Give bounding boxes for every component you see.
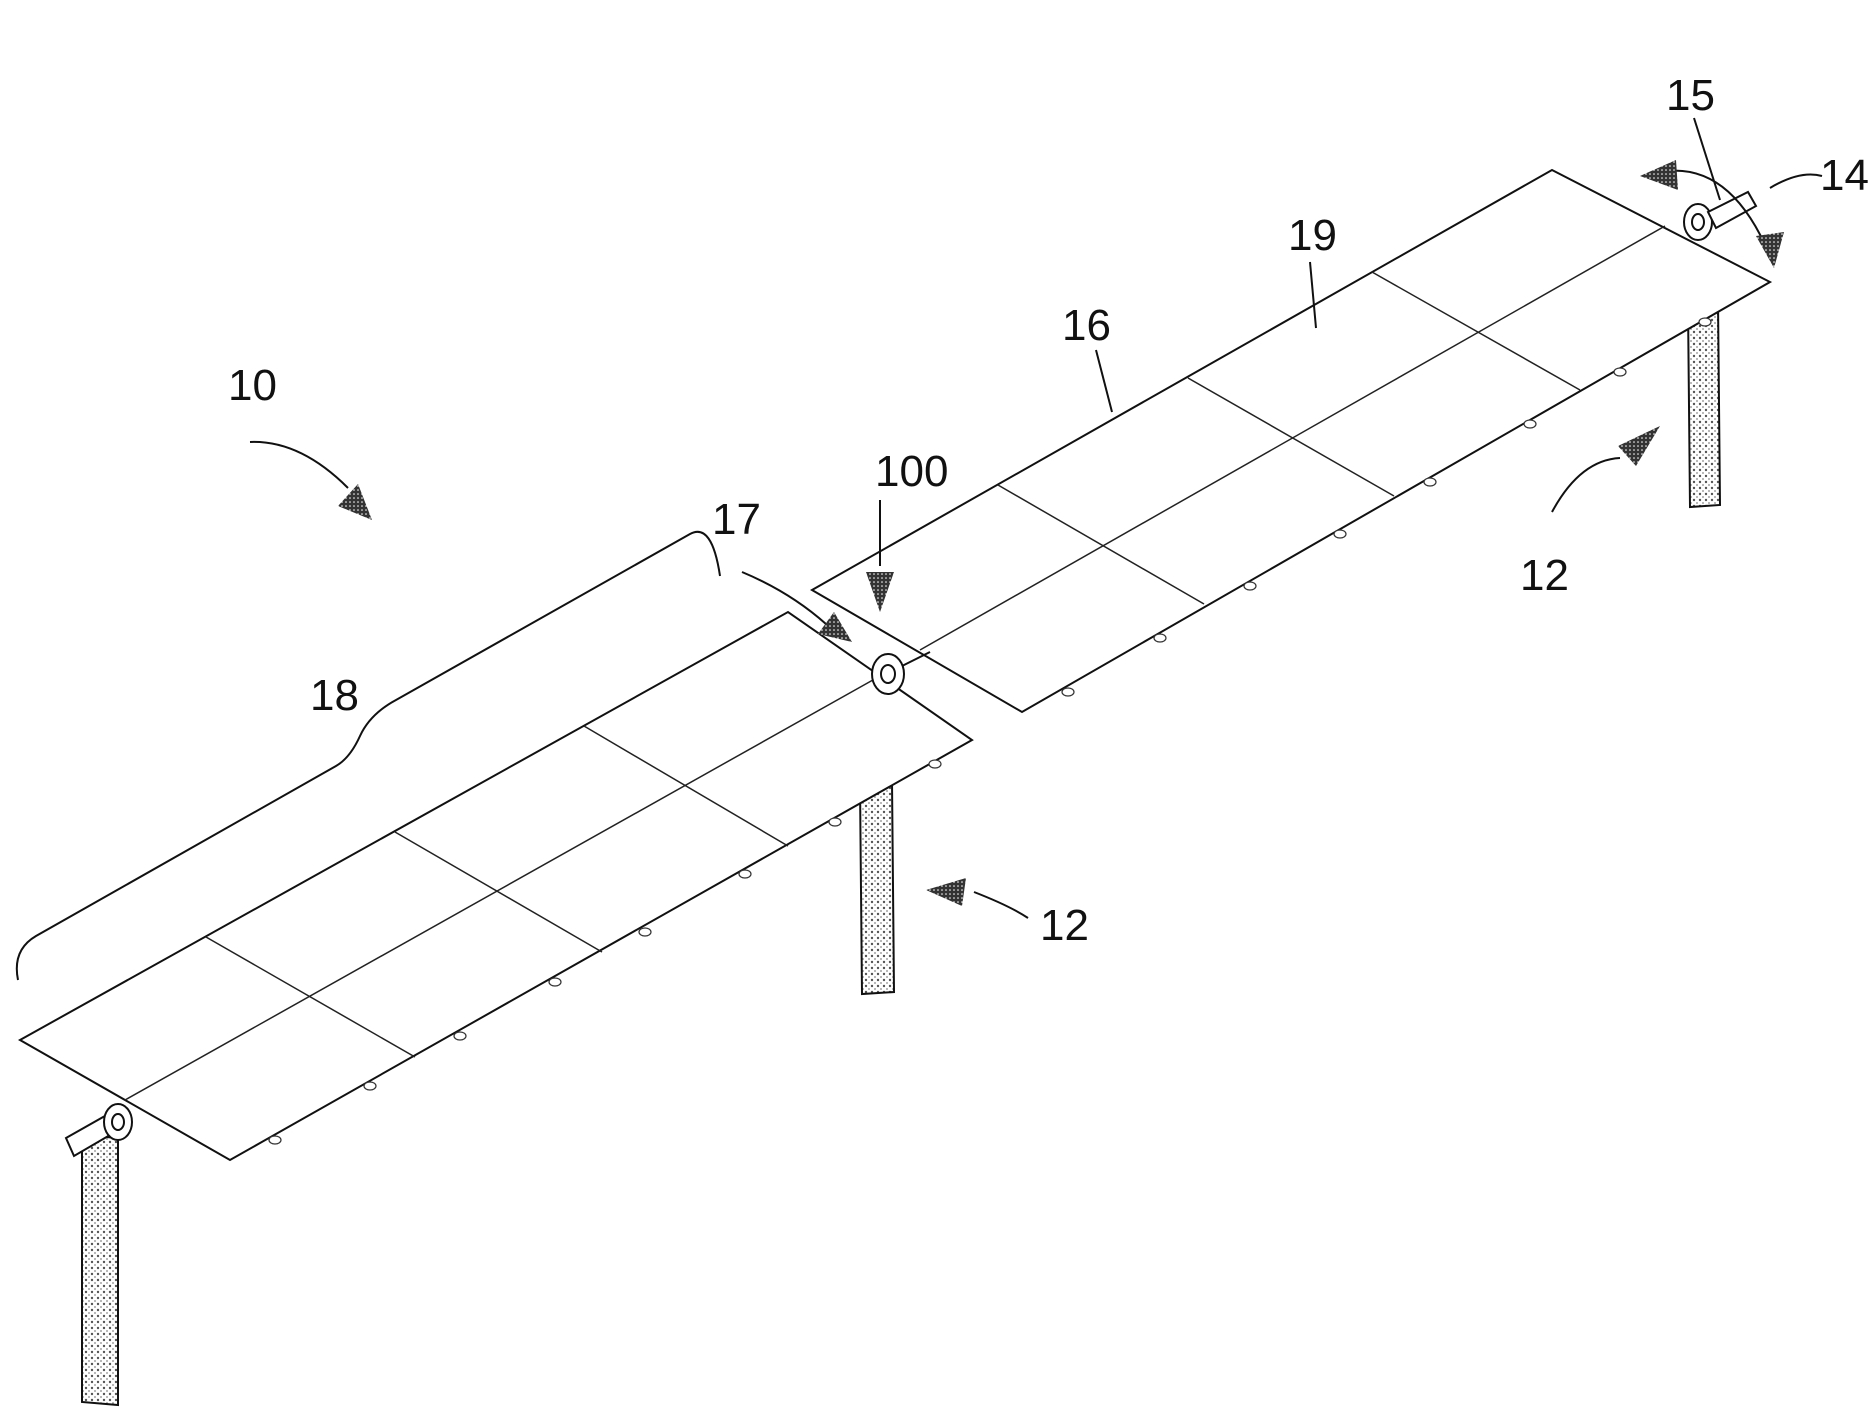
bearing-middle-inner (881, 665, 895, 683)
post-front-left (82, 1135, 118, 1405)
post-middle (860, 782, 894, 994)
label-gap: 17 (712, 495, 761, 544)
panel-section-left (20, 612, 972, 1160)
panel-left-outline (20, 612, 972, 1160)
torque-tube-gap-segment (902, 652, 930, 666)
label-frame: 16 (1062, 301, 1111, 350)
label-system: 10 (228, 361, 277, 410)
bearing-left-inner (112, 1114, 124, 1130)
label-torque-tube: 14 (1820, 151, 1869, 200)
label-support-middle: 12 (1040, 901, 1089, 950)
post-right (1688, 302, 1720, 507)
label-rotation: 15 (1666, 71, 1715, 120)
label-module: 19 (1288, 211, 1337, 260)
panel-left-centerline (125, 676, 880, 1100)
label-first-section: 18 (310, 671, 359, 720)
label-support-right: 12 (1520, 551, 1569, 600)
bearing-right-inner (1692, 214, 1704, 230)
shaft-right-end (1708, 192, 1756, 228)
label-joint: 100 (875, 447, 948, 496)
